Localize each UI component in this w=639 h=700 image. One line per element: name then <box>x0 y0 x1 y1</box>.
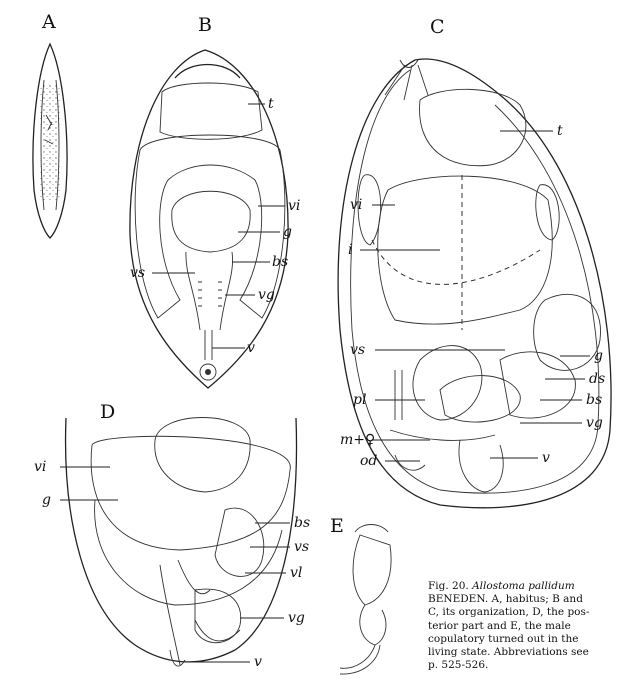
label-b-v: v <box>247 340 255 356</box>
caption-line6: p. 525-526. <box>428 659 489 672</box>
label-c-vi: vi <box>350 197 362 213</box>
panel-label-d: D <box>100 401 115 423</box>
caption-line2: C, its organization, D, the pos- <box>428 606 590 619</box>
label-b-g: g <box>283 224 292 240</box>
label-d-vl: vl <box>290 565 302 581</box>
label-c-vg: vg <box>586 415 603 431</box>
label-d-bs: bs <box>294 515 310 531</box>
label-b-vi: vi <box>288 198 300 214</box>
label-d-v: v <box>254 654 262 670</box>
label-d-g: g <box>42 492 51 508</box>
label-c-t: t <box>557 123 563 139</box>
label-c-ds: ds <box>589 371 605 387</box>
label-b-vg: vg <box>258 287 275 303</box>
label-d-vg: vg <box>288 610 305 626</box>
label-c-v: v <box>542 450 550 466</box>
panel-d-posterior <box>64 417 298 667</box>
label-d-vi: vi <box>34 459 46 475</box>
panel-e-copulatory-organ <box>339 524 392 675</box>
caption-species: Allostoma pallidum <box>472 580 575 592</box>
panel-c-leaders <box>360 130 590 462</box>
label-c-vs: vs <box>350 342 365 358</box>
caption-fig: Fig. 20. <box>428 580 469 592</box>
label-b-vs: vs <box>130 265 145 281</box>
panel-label-c: C <box>430 16 445 38</box>
panel-label-b: B <box>198 14 212 36</box>
panel-label-e: E <box>330 515 344 537</box>
caption-line3: terior part and E, the male <box>428 619 571 632</box>
panel-label-a: A <box>41 11 56 33</box>
label-b-t: t <box>268 96 274 112</box>
panel-d-leaders <box>60 466 290 663</box>
label-c-bs: bs <box>586 392 602 408</box>
caption-line4: copulatory turned out in the <box>428 632 579 645</box>
label-d-vs: vs <box>294 539 309 555</box>
label-c-pl: pl <box>353 392 366 408</box>
label-c-od: od <box>360 453 377 469</box>
panel-c-organization <box>337 58 612 509</box>
caption-line1: BENEDEN. A, habitus; B and <box>428 593 583 606</box>
label-c-g: g <box>594 348 603 364</box>
label-c-i: i <box>348 242 352 258</box>
label-b-bs: bs <box>272 254 288 270</box>
panel-a-habitus <box>32 42 68 239</box>
panel-b-organization <box>129 49 289 389</box>
panel-b-leaders <box>152 103 285 349</box>
figure-caption: Fig. 20. Allostoma pallidum BENEDEN. A, … <box>428 580 636 672</box>
caption-line5: living state. Abbreviations see <box>428 646 589 659</box>
label-c-m: m+♀ <box>340 432 375 448</box>
